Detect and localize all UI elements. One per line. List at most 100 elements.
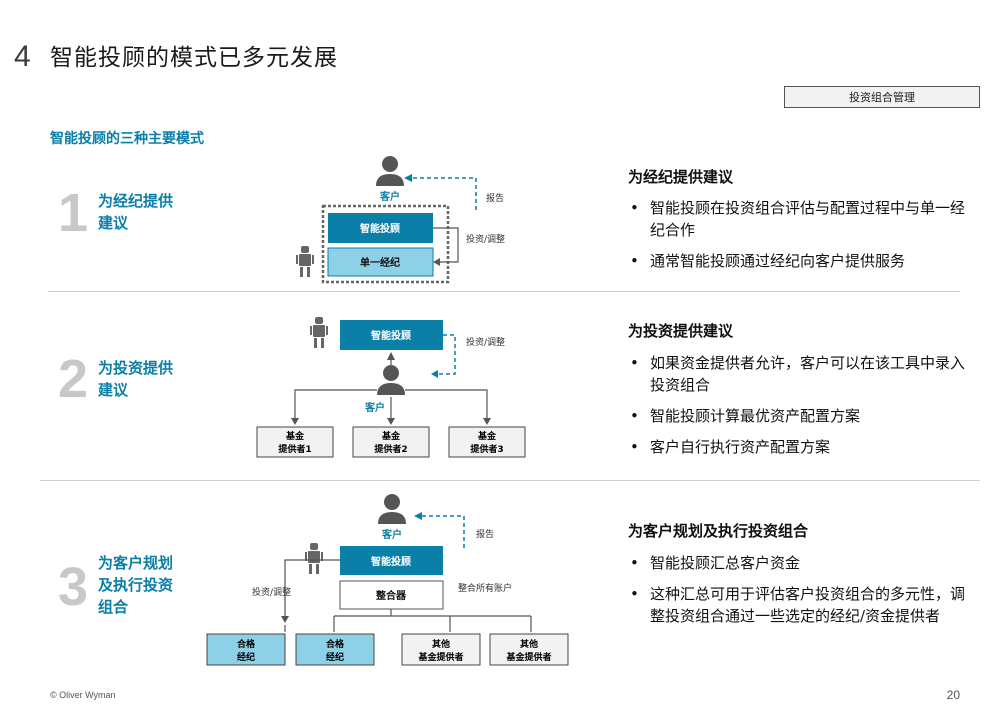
mode-1-number: 1 — [58, 183, 89, 243]
other-fund-provider-2-box — [489, 633, 569, 666]
slide-number: 4 — [14, 40, 31, 73]
integrate-accounts-label: 整合所有账户 — [458, 582, 512, 594]
separator — [40, 480, 980, 481]
bullet: 客户自行执行资产配置方案 — [628, 436, 968, 458]
invest-arrowhead — [431, 370, 438, 378]
report-arrowhead — [404, 174, 412, 182]
dotted-frame — [321, 204, 450, 284]
fund-provider-1-box — [256, 426, 334, 458]
invest-arrowhead — [433, 258, 440, 266]
robo-advisor-box — [340, 546, 443, 575]
qualified-broker-1-line-2: 经纪 — [237, 651, 255, 663]
mode-3-label-line-1: 为客户规划 — [98, 554, 174, 572]
qualified-broker-1-box — [206, 633, 286, 666]
mode-2-label: 为投资提供 建议 — [98, 357, 173, 401]
separator — [48, 291, 960, 292]
section-subtitle: 智能投顾的三种主要模式 — [50, 131, 204, 147]
fund-provider-3-box — [448, 426, 526, 458]
fund-provider-1-line-1: 基金 — [285, 430, 305, 442]
mode-3-label: 为客户规划 及执行投资 组合 — [98, 552, 173, 618]
invest-adjust-label: 投资/调整 — [466, 336, 505, 348]
other-fund-provider-1-line-1: 其他 — [432, 638, 450, 650]
slide-title: 智能投顾的模式已多元发展 — [50, 45, 338, 71]
bullet: 智能投顾汇总客户资金 — [628, 552, 968, 574]
arrowhead-provider-2 — [387, 418, 395, 425]
up-arrowhead — [387, 352, 395, 360]
mode-1-label-line-2: 建议 — [98, 214, 129, 232]
person-icon — [376, 156, 404, 186]
integrator-box — [339, 580, 444, 610]
qualified-broker-1-line-1: 合格 — [237, 638, 256, 650]
other-fund-provider-1-box — [401, 633, 481, 666]
fund-provider-1-line-2: 提供者1 — [278, 443, 311, 455]
bullet: 通常智能投顾通过经纪向客户提供服务 — [628, 250, 968, 272]
mode-3-diagram: 客户 报告 智能投顾 整合器 整合所有账户 投资/调整 合格 经纪 合格 经纪 … — [206, 494, 569, 666]
report-label: 报告 — [486, 192, 504, 204]
mode-1-heading: 为经纪提供建议 — [628, 168, 734, 186]
integrator-label: 整合器 — [375, 589, 407, 602]
mode-2-label-line-1: 为投资提供 — [98, 359, 174, 377]
mode-1-label: 为经纪提供 建议 — [98, 190, 173, 234]
fund-provider-2-line-2: 提供者2 — [374, 443, 407, 455]
qualified-broker-2-box — [295, 633, 375, 666]
invest-arrow — [433, 227, 459, 263]
report-arrow — [412, 177, 477, 210]
robo-advisor-box — [340, 320, 443, 350]
mode-1-diagram: 客户 报告 智能投顾 单一经纪 投资/调整 — [296, 156, 505, 284]
mode-3-bullets: 智能投顾汇总客户资金 这种汇总可用于评估客户投资组合的多元性，调整投资组合通过一… — [628, 552, 968, 636]
fund-provider-3-line-1: 基金 — [477, 430, 497, 442]
report-arrow — [422, 515, 465, 548]
invest-adjust-label: 投资/调整 — [252, 586, 291, 598]
person-icon — [377, 365, 405, 395]
other-fund-provider-1-line-2: 基金提供者 — [417, 651, 463, 663]
arrow-to-provider-1 — [294, 389, 377, 418]
arrowhead-provider-1 — [291, 418, 299, 425]
invest-adjust-label: 投资/调整 — [466, 233, 505, 245]
report-arrowhead — [414, 512, 422, 520]
mode-3-label-line-3: 组合 — [98, 598, 129, 616]
mode-3-label-line-2: 及执行投资 — [98, 576, 174, 594]
mode-1-bullets: 智能投顾在投资组合评估与配置过程中与单一经纪合作 通常智能投顾通过经纪向客户提供… — [628, 197, 968, 281]
mode-2-heading: 为投资提供建议 — [628, 322, 734, 340]
client-label: 客户 — [379, 190, 400, 203]
bullet: 智能投顾在投资组合评估与配置过程中与单一经纪合作 — [628, 197, 968, 241]
robo-advisor-box — [328, 213, 433, 243]
robot-icon — [305, 543, 323, 574]
other-fund-provider-2-line-1: 其他 — [520, 638, 538, 650]
bracket-lines — [284, 615, 532, 632]
broker-box — [327, 247, 434, 277]
qualified-broker-2-line-1: 合格 — [326, 638, 345, 650]
arrow-to-provider-3 — [405, 389, 488, 418]
mode-1-label-line-1: 为经纪提供 — [98, 192, 174, 210]
invest-arrow — [284, 559, 340, 616]
page-number: 20 — [946, 688, 960, 702]
arrowhead-provider-3 — [483, 418, 491, 425]
bullet: 这种汇总可用于评估客户投资组合的多元性，调整投资组合通过一些选定的经纪/资金提供… — [628, 583, 968, 627]
robo-advisor-label: 智能投顾 — [360, 222, 400, 235]
mode-2-diagram: 智能投顾 投资/调整 客户 基金 提供者1 基金 提供者2 基金 提供者3 — [256, 317, 526, 458]
mode-2-bullets: 如果资金提供者允许，客户可以在该工具中录入投资组合 智能投顾计算最优资产配置方案… — [628, 352, 968, 467]
fund-provider-2-line-1: 基金 — [381, 430, 401, 442]
qualified-broker-2-line-2: 经纪 — [326, 651, 344, 663]
mode-2-number: 2 — [58, 349, 89, 409]
broker-label: 单一经纪 — [360, 256, 400, 269]
client-label: 客户 — [364, 401, 385, 414]
client-label: 客户 — [381, 528, 402, 541]
mode-2-label-line-2: 建议 — [98, 381, 129, 399]
other-fund-provider-2-line-2: 基金提供者 — [505, 651, 551, 663]
person-icon — [378, 494, 406, 524]
robot-icon — [310, 317, 328, 348]
report-label: 报告 — [476, 528, 494, 540]
copyright: © Oliver Wyman — [50, 690, 116, 700]
robo-advisor-label: 智能投顾 — [371, 555, 411, 568]
robot-icon — [296, 246, 314, 277]
mode-3-heading: 为客户规划及执行投资组合 — [628, 522, 809, 540]
fund-provider-3-line-2: 提供者3 — [470, 443, 503, 455]
robo-advisor-label: 智能投顾 — [371, 329, 411, 342]
bullet: 智能投顾计算最优资产配置方案 — [628, 405, 968, 427]
mode-3-number: 3 — [58, 557, 89, 617]
bullet: 如果资金提供者允许，客户可以在该工具中录入投资组合 — [628, 352, 968, 396]
invest-arrow — [438, 334, 456, 375]
invest-arrowhead — [281, 616, 289, 623]
fund-provider-2-box — [352, 426, 430, 458]
